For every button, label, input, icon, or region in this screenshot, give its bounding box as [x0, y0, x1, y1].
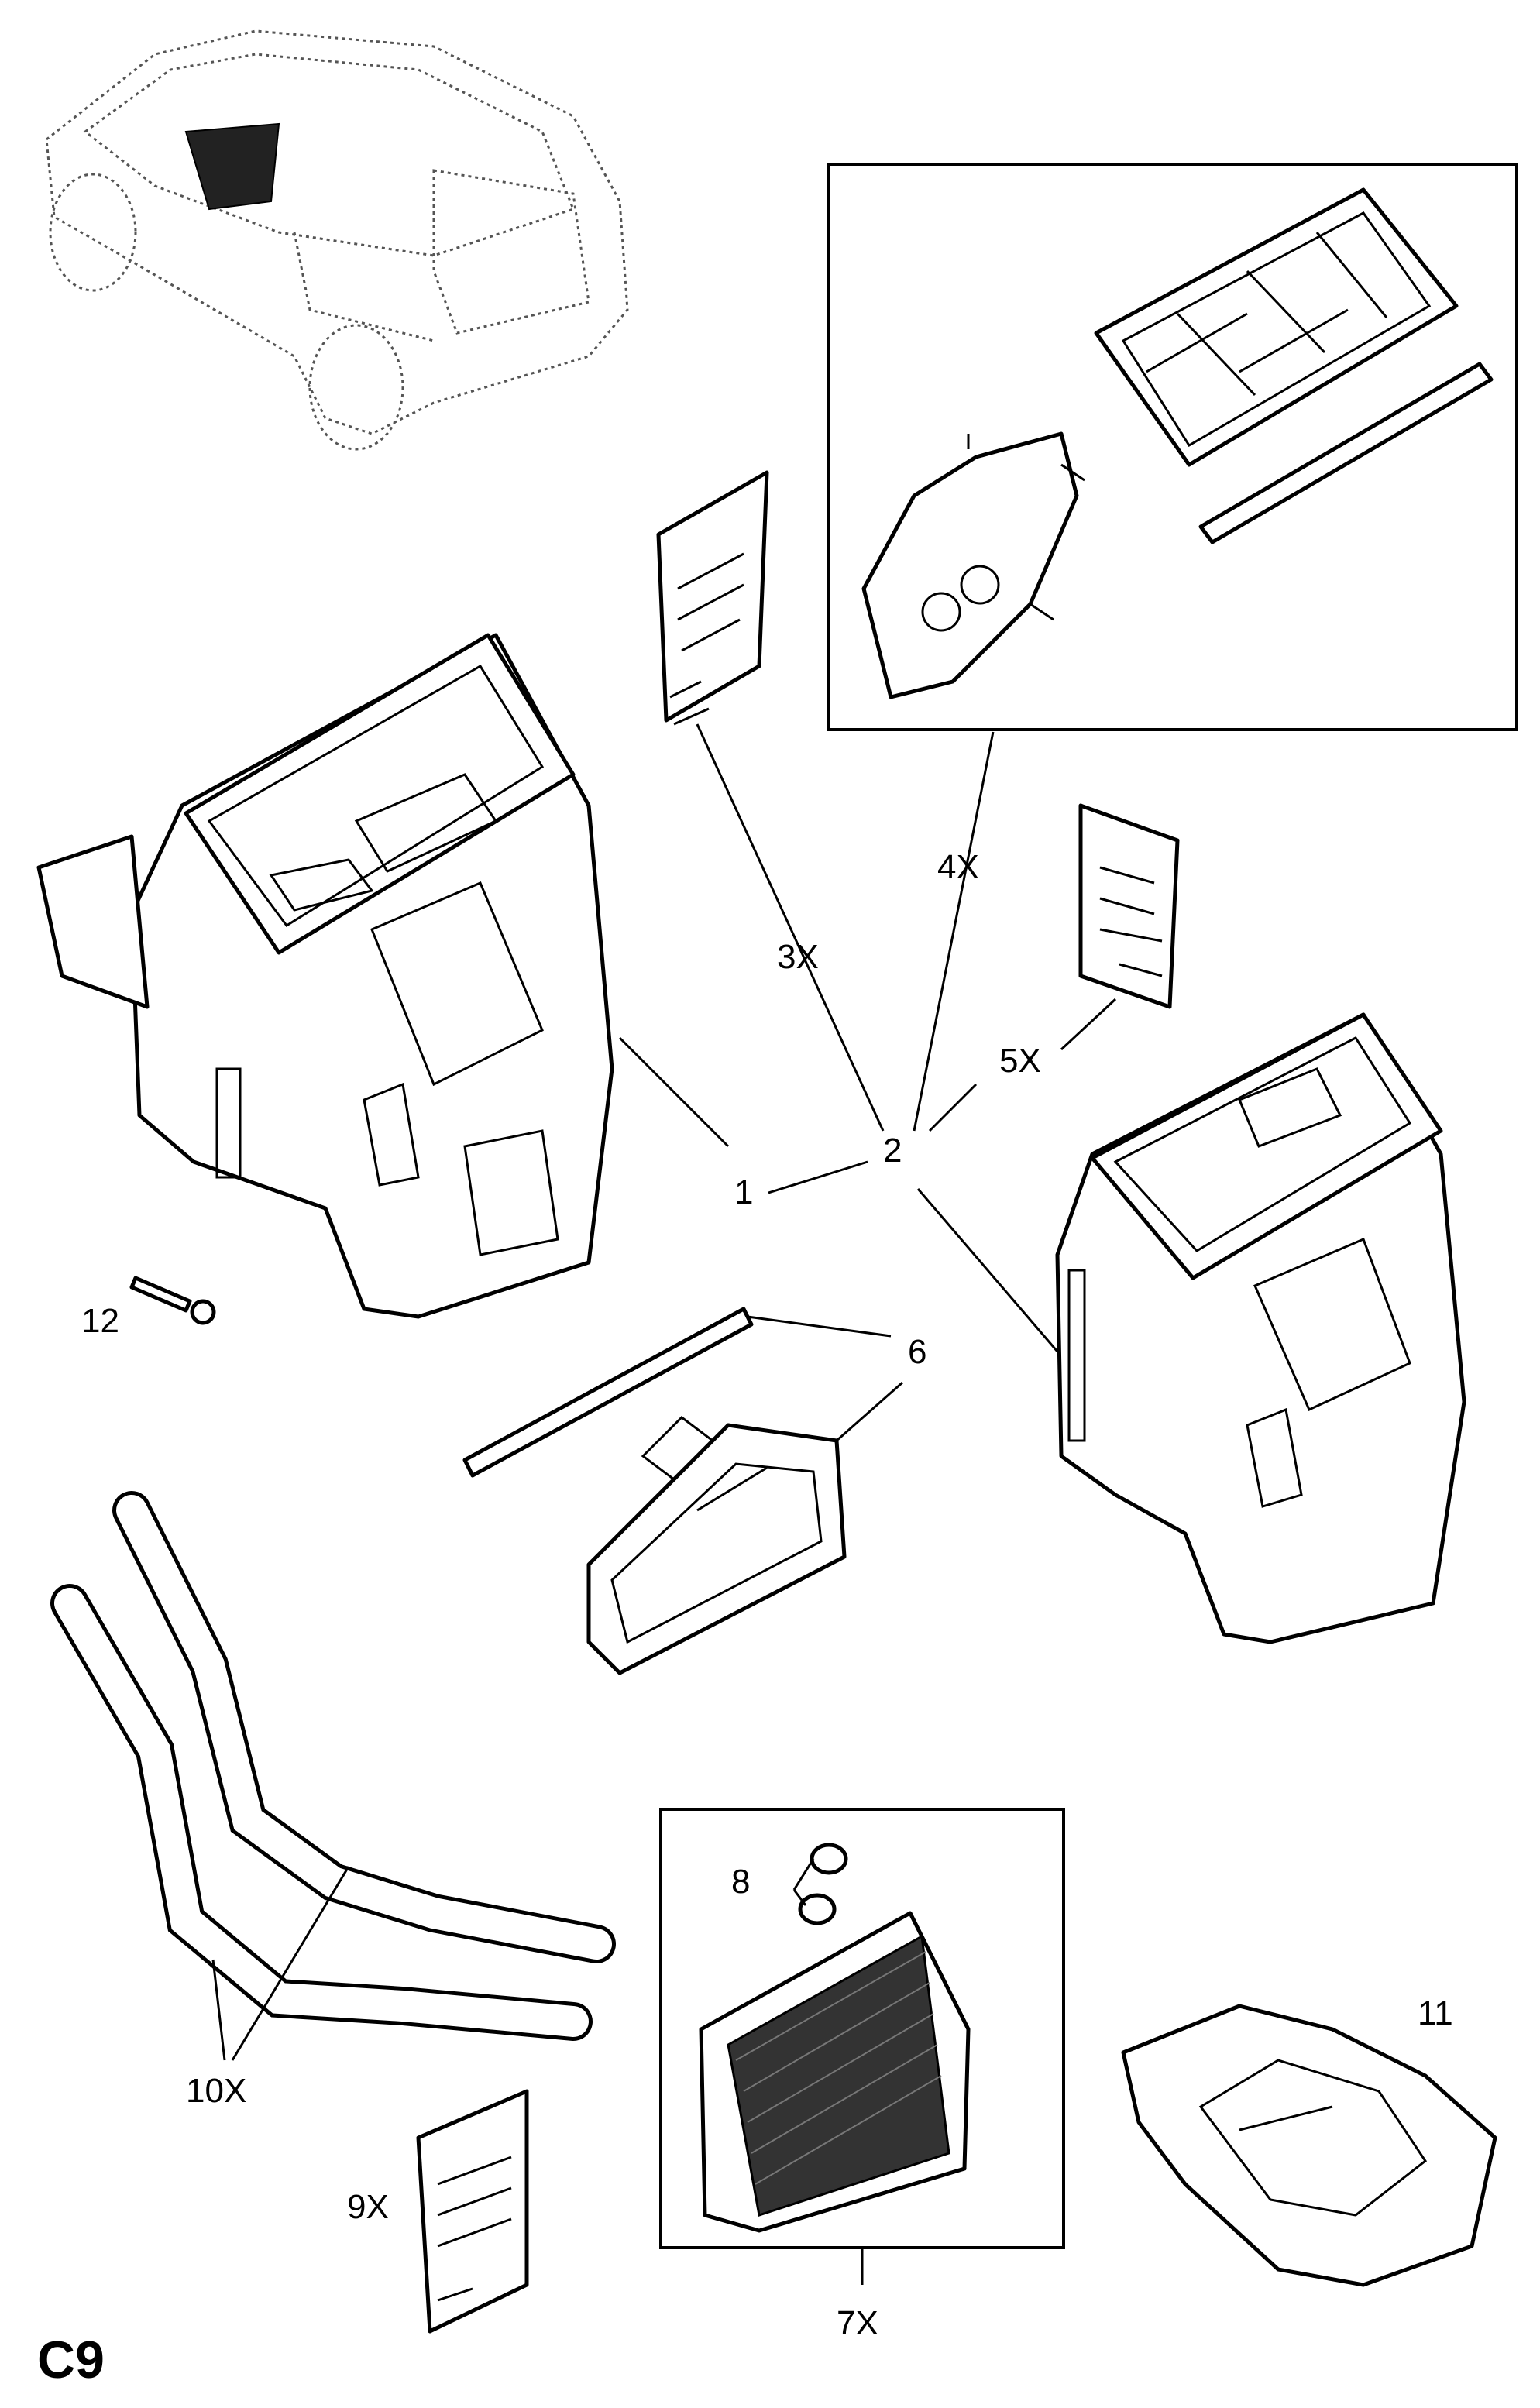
- callout-7x: 7X: [837, 2304, 878, 2342]
- heater-hoses: [50, 1491, 616, 2041]
- seal-strip-part-6: [462, 1307, 754, 1478]
- heater-housing-right: [1055, 1012, 1466, 1644]
- vehicle-locator-illustration: [45, 29, 629, 451]
- air-duct-part-11: [1121, 2004, 1497, 2287]
- callout-11: 11: [1418, 1994, 1453, 2032]
- callout-9x: 9X: [347, 2188, 389, 2226]
- flap-housing: [861, 431, 1085, 699]
- screw-part-12: [129, 1276, 216, 1325]
- pollen-filter-frame: [1094, 187, 1459, 467]
- callout-4x: 4X: [937, 848, 979, 886]
- callout-2: 2: [883, 1132, 902, 1170]
- callout-1: 1: [734, 1173, 753, 1211]
- inset-box-heater-core: [659, 1808, 1065, 2249]
- page-code: C9: [37, 2331, 105, 2389]
- heater-housing-left: [36, 633, 614, 1319]
- callout-6: 6: [908, 1333, 926, 1371]
- fastener-bag-9x: [416, 2089, 529, 2334]
- callout-8: 8: [731, 1863, 750, 1901]
- leader-lines: [211, 723, 1117, 2285]
- grommet-lower: [798, 1893, 837, 1925]
- callout-12: 12: [81, 1302, 119, 1340]
- fastener-bag-3x: [656, 470, 769, 726]
- callout-10x: 10X: [186, 2072, 246, 2110]
- callout-3x: 3X: [777, 938, 819, 976]
- grommet-upper: [810, 1843, 848, 1875]
- seal-strip: [1198, 362, 1494, 544]
- heater-core-radiator: [699, 1911, 971, 2233]
- callout-5x: 5X: [999, 1042, 1041, 1080]
- inset-box-filter-kit: [827, 163, 1518, 731]
- air-duct-flange: [586, 1416, 847, 1675]
- fastener-bag-5x: [1078, 803, 1180, 1009]
